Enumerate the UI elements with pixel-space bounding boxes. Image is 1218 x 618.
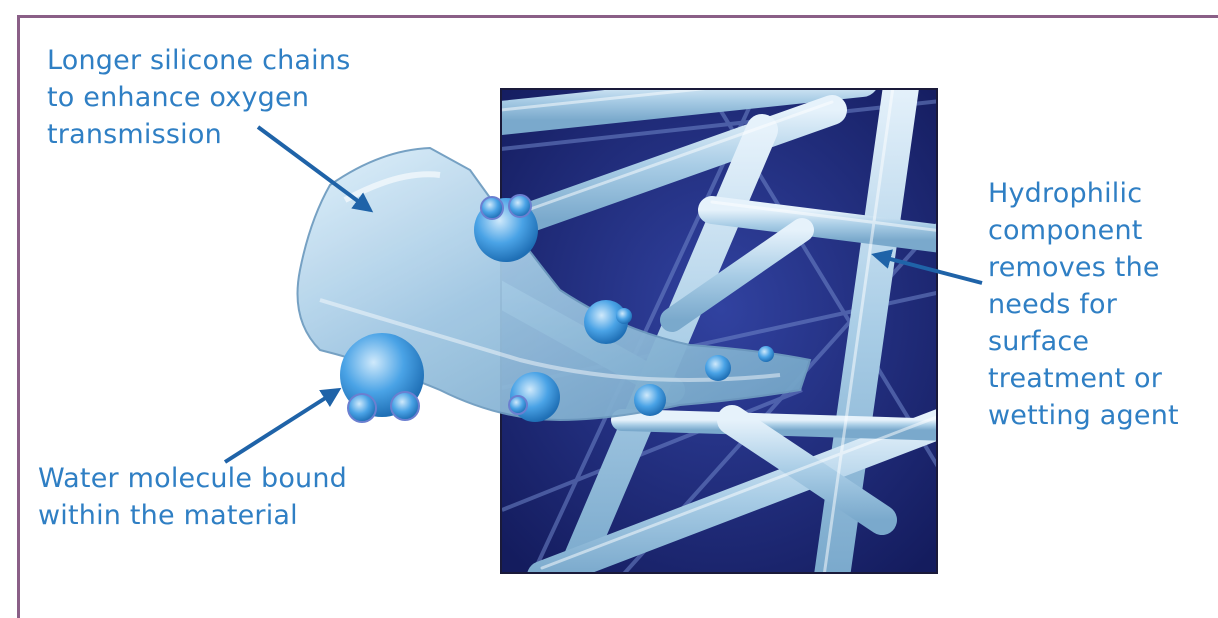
water-molecule-large (340, 333, 424, 422)
label-silicone-chains: Longer silicone chains to enhance oxygen… (47, 42, 350, 153)
water-molecule (634, 384, 666, 416)
arrow-to-water-molecule (225, 390, 338, 462)
label-hydrophilic-component: Hydrophilic component removes the needs … (988, 175, 1179, 434)
water-molecule (474, 195, 538, 262)
label-water-molecule: Water molecule bound within the material (38, 460, 347, 534)
arrow-to-hydrophilic-fiber (875, 255, 982, 283)
